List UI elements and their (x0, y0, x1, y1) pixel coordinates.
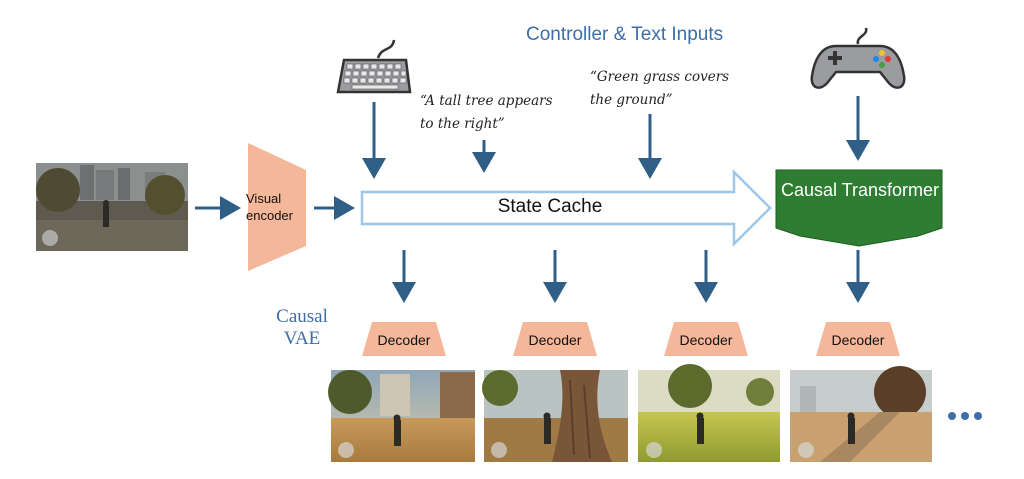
output-frame-3 (638, 364, 780, 462)
visual-encoder-label: Visual encoder (246, 191, 293, 223)
decoder-label-2: Decoder (528, 332, 582, 348)
visual-encoder-shape (248, 143, 306, 271)
decoder-shape-3 (664, 322, 748, 356)
state-cache-label: State Cache (497, 196, 603, 217)
decoder-shape-2 (513, 322, 597, 356)
causal-transformer-label: Causal Transformer (780, 180, 940, 200)
causal-transformer-shape (775, 169, 943, 247)
keyboard-icon (336, 39, 412, 94)
decoder-label-4: Decoder (831, 332, 885, 348)
output-frame-4 (790, 366, 932, 462)
text-prompt-1: “A tall tree appears to the right” (420, 93, 553, 132)
continuation-dots (948, 412, 982, 420)
input-frame (36, 163, 188, 251)
decoder-shape-4 (816, 322, 900, 356)
state-cache-arrow (360, 168, 772, 248)
output-frame-2 (482, 370, 628, 462)
decoder-shape-1 (362, 322, 446, 356)
decoder-label-1: Decoder (377, 332, 431, 348)
output-frame-1 (328, 370, 475, 462)
gamepad-icon (810, 27, 906, 89)
section-title: Controller & Text Inputs (526, 24, 724, 45)
decoder-label-3: Decoder (679, 332, 733, 348)
text-prompt-2: “Green grass covers the ground” (590, 69, 730, 108)
causal-vae-label: Causal VAE (276, 306, 328, 349)
